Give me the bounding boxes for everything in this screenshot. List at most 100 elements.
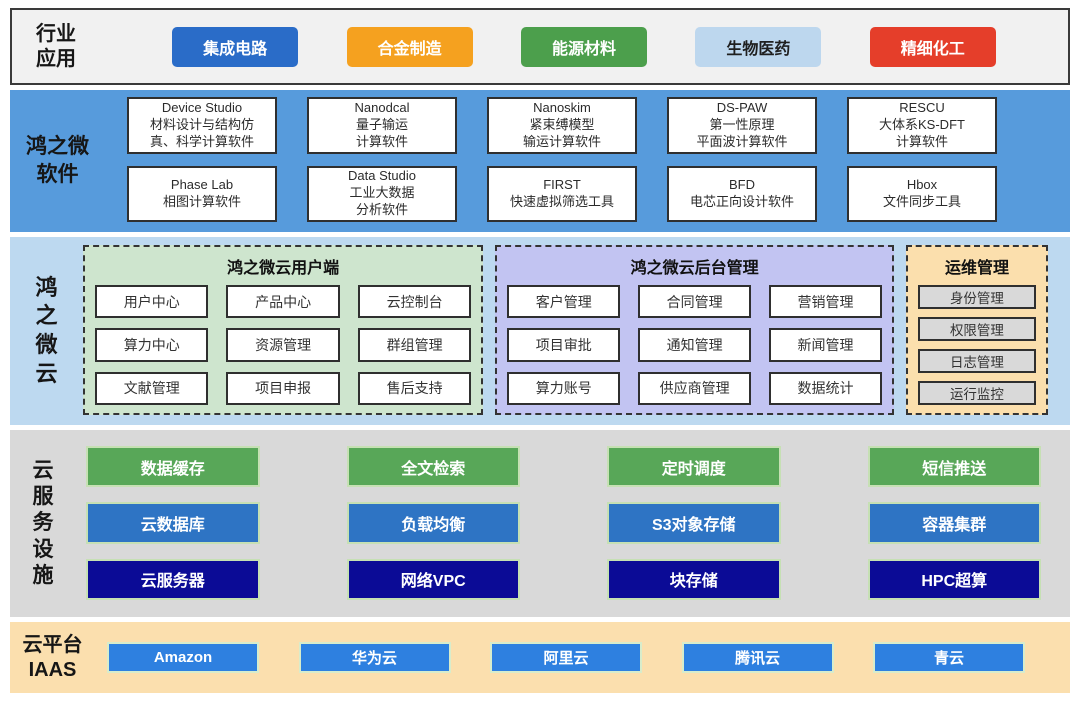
software-name: RESCU — [899, 99, 945, 115]
software-name: Phase Lab — [170, 176, 234, 192]
services-section-label-line: 施 — [32, 563, 54, 587]
cloud-ops-group-title: 运维管理 — [944, 260, 1009, 277]
software-name: Nanoskim — [533, 99, 591, 115]
cloud-admin-group-item: 客户管理 — [507, 285, 621, 319]
cloud-admin-group-item: 通知管理 — [638, 328, 752, 362]
cloud-user-group-item: 项目申报 — [226, 371, 340, 405]
service-button: 数据缓存 — [86, 446, 260, 488]
cloud-section-label-line: 之 — [35, 303, 58, 329]
cloud-user-group-item: 售后支持 — [357, 371, 472, 405]
iaas-button-4: 青云 — [873, 642, 1025, 673]
cloud-admin-group-item: 营销管理 — [769, 285, 882, 319]
cloud-admin-group: 鸿之微云后台管理 客户管理合同管理营销管理项目审批通知管理新闻管理算力账号供应商… — [495, 245, 894, 415]
software-desc-line: 计算软件 — [355, 133, 408, 149]
software-desc-line: 真、科学计算软件 — [149, 133, 254, 149]
service-button: 容器集群 — [867, 502, 1041, 544]
software-name: Hbox — [906, 176, 938, 192]
industry-chip-4: 精细化工 — [869, 26, 996, 67]
cloud-user-group-item: 产品中心 — [226, 285, 340, 319]
cloud-admin-group-item: 新闻管理 — [769, 328, 882, 362]
cloud-admin-group-cells: 客户管理合同管理营销管理项目审批通知管理新闻管理算力账号供应商管理数据统计 — [507, 285, 882, 405]
service-button: 网络VPC — [346, 558, 520, 600]
cloud-user-group-title: 鸿之微云用户端 — [227, 260, 340, 277]
cloud-section-label-line: 微 — [35, 332, 58, 357]
iaas-buttons: Amazon 华为云 阿里云 腾讯云 青云 — [95, 642, 1070, 673]
cloud-admin-group-item: 供应商管理 — [638, 371, 752, 405]
software-name: Data Studio — [348, 168, 416, 184]
industry-section-label-line: 行业 — [36, 22, 76, 45]
software-desc-line: 电芯正向设计软件 — [689, 193, 794, 209]
service-button: 块存储 — [607, 558, 781, 600]
software-desc-line: 计算软件 — [895, 133, 948, 149]
services-section-label: 云服务设施 — [10, 430, 76, 617]
software-desc-line: 材料设计与结构仿 — [149, 116, 254, 132]
cloud-section-label-line: 云 — [35, 360, 58, 386]
iaas-button-2: 阿里云 — [490, 642, 642, 673]
service-button: 全文检索 — [346, 446, 520, 488]
software-desc-line: 相图计算软件 — [162, 193, 241, 209]
cloud-ops-group-item: 日志管理 — [917, 349, 1036, 373]
industry-chip-0: 集成电路 — [172, 26, 299, 67]
software-section-label: 鸿之微软件 — [10, 90, 105, 232]
industry-buttons: 集成电路 合金制造 能源材料 生物医药 精细化工 — [100, 26, 1068, 67]
cloud-user-group-item: 群组管理 — [357, 328, 472, 362]
industry-chip-2: 能源材料 — [520, 26, 647, 67]
software-name: BFD — [729, 176, 755, 192]
cloud-section-label-line: 鸿 — [35, 274, 58, 300]
service-button: S3对象存储 — [607, 502, 781, 544]
iaas-section-label-line: 云平台 — [22, 633, 83, 656]
cloud-admin-group-title: 鸿之微云后台管理 — [630, 260, 759, 277]
software-section-label-line: 鸿之微 — [26, 134, 89, 158]
iaas-button-3: 腾讯云 — [681, 642, 834, 673]
services-section-label-line: 设 — [32, 537, 54, 561]
software-name: FIRST — [543, 176, 581, 192]
cloud-user-group-item: 文献管理 — [95, 371, 209, 405]
software-desc-line: 分析软件 — [355, 202, 408, 218]
industry-section-label-line: 应用 — [36, 47, 76, 70]
cloud-ops-group-item: 权限管理 — [917, 317, 1036, 341]
software-desc-line: 大体系KS-DFT — [879, 116, 965, 132]
cloud-ops-group: 运维管理 身份管理权限管理日志管理运行监控 — [905, 245, 1048, 415]
software-desc-line: 量子输运 — [355, 116, 408, 132]
software-desc-line: 输运计算软件 — [522, 133, 601, 149]
software-section-label-line: 软件 — [36, 163, 79, 186]
cloud-user-group-cells: 用户中心产品中心云控制台算力中心资源管理群组管理文献管理项目申报售后支持 — [95, 285, 472, 405]
service-button: HPC超算 — [867, 558, 1041, 600]
service-button: 云数据库 — [86, 502, 260, 544]
industry-chip-3: 生物医药 — [695, 26, 822, 67]
software-desc-line: 快速虚拟筛选工具 — [509, 193, 614, 209]
services-section-label-line: 云 — [32, 459, 54, 483]
cloud-ops-group-item: 身份管理 — [917, 285, 1036, 309]
cloud-ops-group-item: 运行监控 — [917, 381, 1036, 405]
cloud-admin-group-item: 算力账号 — [507, 371, 621, 405]
cloud-section-label: 鸿之微云 — [10, 237, 83, 425]
software-name: Nanodcal — [354, 99, 410, 115]
industry-chip-1: 合金制造 — [346, 26, 473, 67]
industry-section-label: 行业应用 — [12, 22, 100, 72]
cloud-admin-group-item: 项目审批 — [507, 328, 621, 362]
cloud-ops-group-cells: 身份管理权限管理日志管理运行监控 — [917, 285, 1036, 405]
iaas-button-0: Amazon — [107, 642, 259, 673]
software-desc-line: 工业大数据 — [349, 185, 415, 201]
cloud-user-group-item: 资源管理 — [226, 328, 340, 362]
iaas-button-1: 华为云 — [298, 642, 451, 673]
cloud-user-group-item: 算力中心 — [95, 328, 209, 362]
cloud-user-group-item: 用户中心 — [95, 285, 209, 319]
cloud-user-group: 鸿之微云用户端 用户中心产品中心云控制台算力中心资源管理群组管理文献管理项目申报… — [83, 245, 484, 415]
